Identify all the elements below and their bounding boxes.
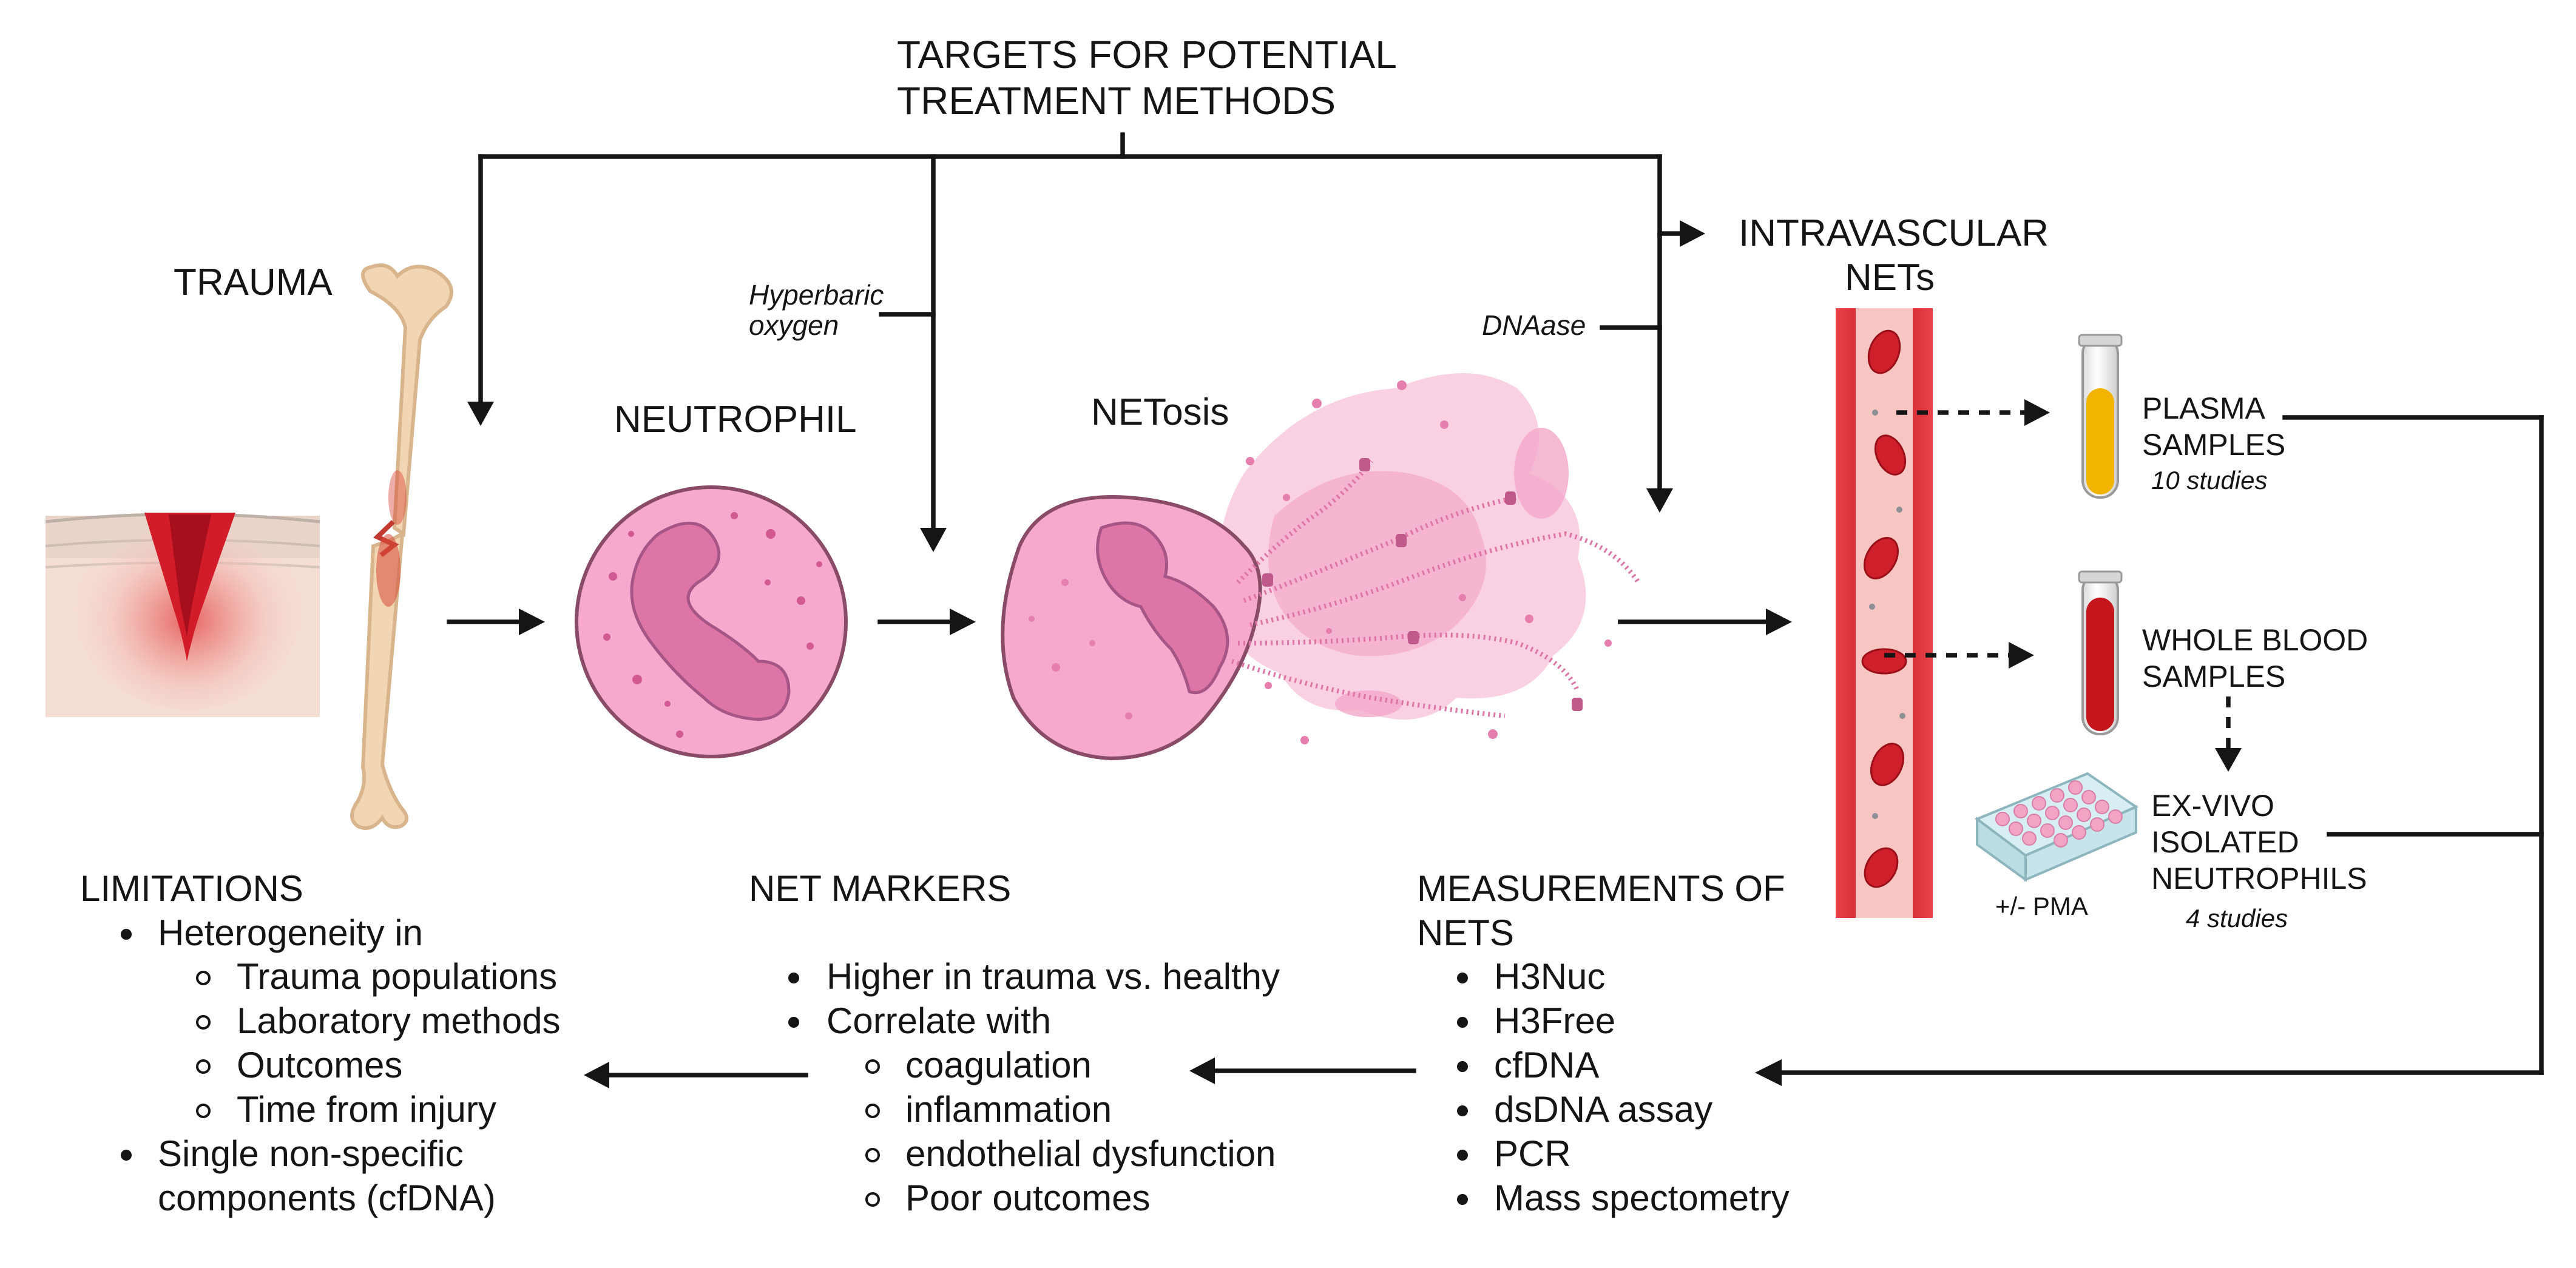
intravascular-nets-label-line1: INTRAVASCULAR [1739,212,2049,254]
blood-vessel-icon [1836,308,1933,918]
limitation-item: Heterogeneity in [158,912,423,953]
measurement-item: H3Nuc [1494,956,1605,997]
limitation-subitem: Laboratory methods [237,1000,561,1041]
hyperbaric-oxygen-label-line1: Hyperbaric [749,279,884,311]
exvivo-label-line2: ISOLATED [2151,825,2299,859]
limitation-subitem: Trauma populations [237,956,557,997]
netosis-cell-icon [1001,373,1641,761]
plasma-tube-icon [2078,334,2123,499]
skin-wound-icon [45,510,320,717]
netosis-label: NETosis [1091,391,1229,433]
plasma-samples-label-line2: SAMPLES [2142,428,2285,462]
intravascular-nets-label-line2: NETs [1845,257,1935,298]
measurements-title-line2: NETS [1417,912,1514,953]
treatment-targets-title-line1: TARGETS FOR POTENTIAL [897,33,1397,76]
measurement-item: PCR [1494,1133,1571,1174]
net-markers-title: NET MARKERS [749,868,1011,909]
neutrophil-cell-icon [575,485,848,758]
plasma-study-count: 10 studies [2151,466,2267,494]
whole-blood-sampling-arrow [1884,642,2034,669]
measurements-title-line1: MEASUREMENTS OF [1417,868,1785,909]
measurements-list: H3Nuc H3Free cfDNA dsDNA assay PCR Mass … [1457,956,1790,1218]
treatment-targets-title-line2: TREATMENT METHODS [897,79,1336,123]
measurement-item: cfDNA [1494,1045,1599,1085]
exvivo-label-line3: NEUTROPHILS [2151,862,2367,895]
marker-subitem: inflammation [905,1089,1112,1130]
whole-blood-samples-label-line1: WHOLE BLOOD [2142,623,2368,657]
whole-blood-samples-label-line2: SAMPLES [2142,659,2285,693]
neutrophil-label: NEUTROPHIL [614,399,857,440]
trauma-label: TRAUMA [174,261,333,303]
neutrophil-isolation-arrow [2215,696,2242,772]
net-markers-list: Higher in trauma vs. healthy Correlate w… [788,956,1280,1218]
dnaase-label: DNAase [1482,309,1586,341]
exvivo-label-line1: EX-VIVO [2151,789,2274,823]
plasma-samples-label-line1: PLASMA [2142,391,2266,425]
marker-subitem: Poor outcomes [905,1178,1151,1218]
pma-label: +/- PMA [1995,892,2088,920]
limitations-title: LIMITATIONS [80,868,303,909]
exvivo-study-count: 4 studies [2186,904,2288,932]
marker-subitem: coagulation [905,1045,1092,1085]
treatment-targets-bracket [467,132,1705,552]
limitation-item: Single non-specific [158,1133,464,1174]
measurement-item: dsDNA assay [1494,1089,1712,1130]
marker-item: Correlate with [827,1000,1051,1041]
measurement-item: Mass spectometry [1494,1178,1790,1218]
limitation-item-continuation: components (cfDNA) [158,1178,496,1218]
marker-item: Higher in trauma vs. healthy [827,956,1280,997]
limitation-subitem: Outcomes [237,1045,402,1085]
hyperbaric-oxygen-label-line2: oxygen [749,309,839,341]
limitation-subitem: Time from injury [237,1089,496,1130]
plasma-sampling-arrow [1896,399,2050,426]
well-plate-icon [1974,772,2139,882]
samples-to-measurements-connector [1755,415,2544,1086]
marker-subitem: endothelial dysfunction [905,1133,1276,1174]
measurement-item: H3Free [1494,1000,1615,1041]
whole-blood-tube-icon [2078,570,2123,735]
limitations-list: Heterogeneity in Trauma populations Labo… [121,912,561,1218]
fractured-bone-icon [350,263,453,830]
